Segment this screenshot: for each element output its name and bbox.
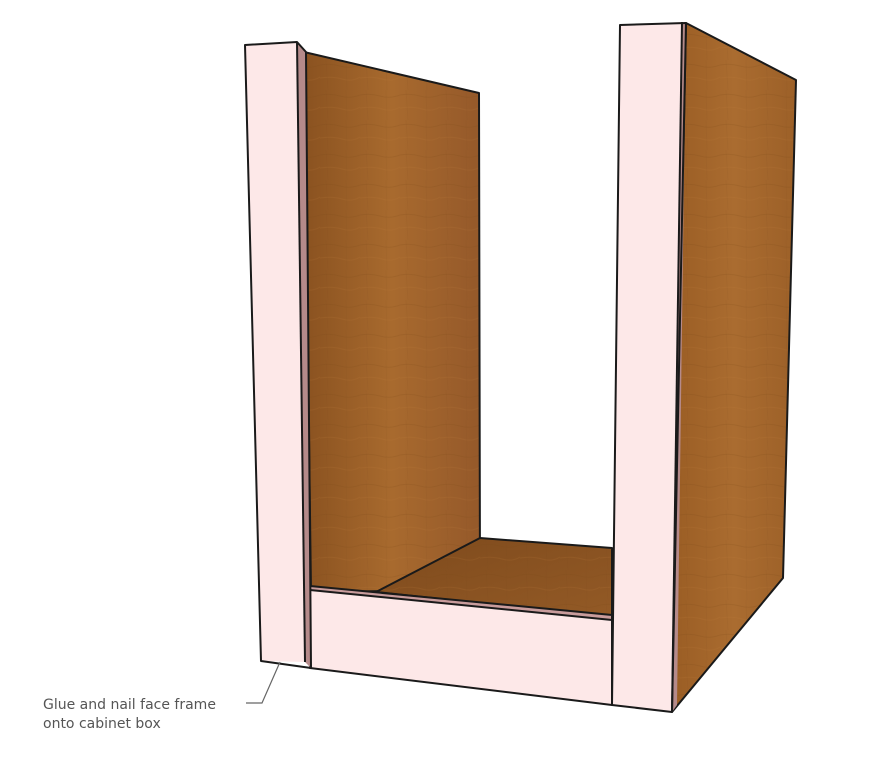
face-frame-bottom-rail	[309, 585, 613, 706]
right-side-panel	[671, 22, 797, 713]
callout-line-2: onto cabinet box	[43, 716, 161, 732]
callout-line-1: Glue and nail face frame	[43, 697, 216, 713]
callout-leader-line	[246, 661, 281, 704]
face-frame-left-stile	[244, 41, 312, 669]
left-side-panel	[303, 51, 481, 593]
callout-annotation: Glue and nail face frame onto cabinet bo…	[43, 696, 216, 734]
face-frame-right-stile	[611, 21, 687, 713]
